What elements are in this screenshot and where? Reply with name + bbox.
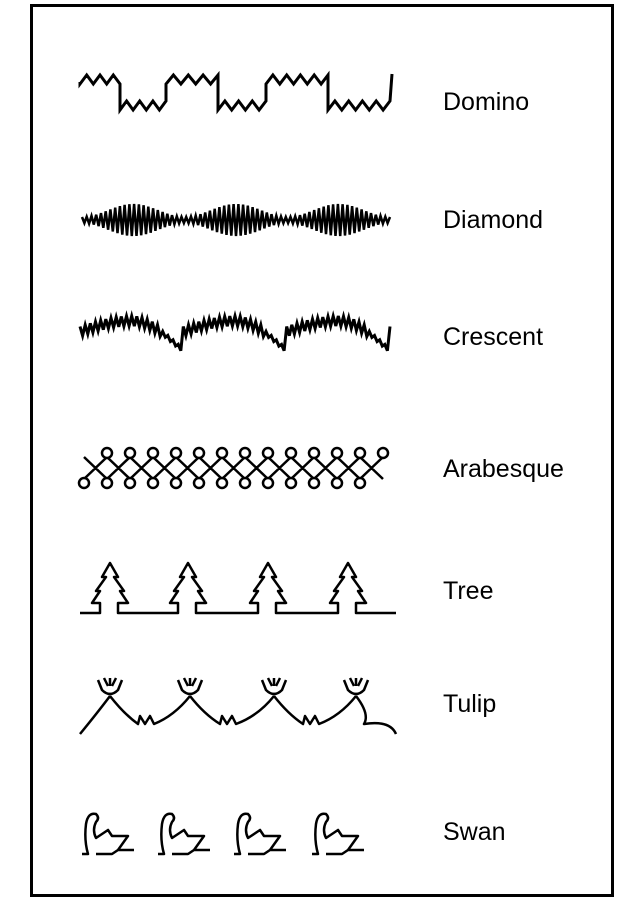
pattern-row-diamond: Diamond [33,180,611,260]
pattern-row-tree: Tree [33,551,611,631]
pattern-label-arabesque: Arabesque [443,429,564,509]
pattern-row-swan: Swan [33,792,611,872]
arabesque-stitch-icon [78,429,398,509]
crescent-stitch-icon [78,297,398,377]
pattern-label-crescent: Crescent [443,297,543,377]
pattern-label-tree: Tree [443,551,493,631]
swan-stitch-icon [78,792,398,872]
pattern-row-crescent: Crescent [33,297,611,377]
pattern-label-domino: Domino [443,62,529,142]
pattern-label-diamond: Diamond [443,180,543,260]
pattern-row-domino: Domino [33,62,611,142]
diamond-stitch-icon [78,180,398,260]
tulip-stitch-icon [78,664,398,744]
pattern-label-swan: Swan [443,792,506,872]
tree-stitch-icon [78,551,398,631]
pattern-label-tulip: Tulip [443,664,496,744]
stitch-pattern-chart: Domino Diamond Crescent Arabesque Tree [30,4,614,897]
pattern-row-tulip: Tulip [33,664,611,744]
domino-stitch-icon [78,62,398,142]
pattern-row-arabesque: Arabesque [33,429,611,509]
